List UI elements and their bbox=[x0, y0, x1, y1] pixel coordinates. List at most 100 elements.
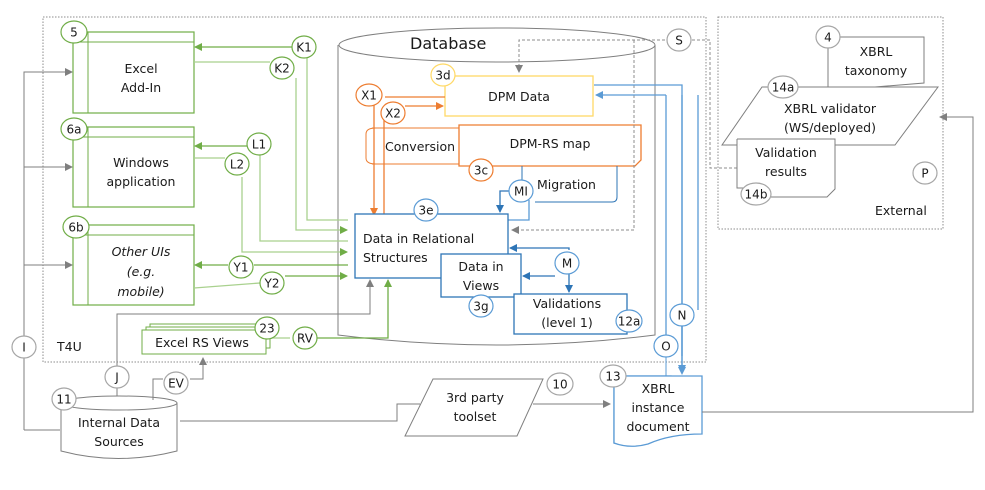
connector-j bbox=[116, 279, 374, 396]
badge-x1: X1 bbox=[355, 83, 383, 107]
xbrl-instance-label-2: instance bbox=[632, 400, 685, 415]
svg-text:S: S bbox=[675, 34, 683, 48]
validations-box[interactable]: Validations (level 1) bbox=[513, 293, 628, 335]
svg-text:23: 23 bbox=[259, 322, 274, 336]
excel-rs-views-box[interactable]: Excel RS Views bbox=[141, 323, 271, 355]
validation-results-label: Validation bbox=[755, 145, 817, 160]
svg-text:3d: 3d bbox=[435, 69, 450, 83]
svg-text:Y2: Y2 bbox=[264, 277, 280, 291]
windows-app-label-2: application bbox=[107, 174, 176, 189]
validations-label-2: (level 1) bbox=[541, 315, 592, 330]
badge-rv: RV bbox=[292, 326, 318, 350]
windows-app-label: Windows bbox=[113, 155, 169, 170]
svg-text:3e: 3e bbox=[418, 204, 433, 218]
svg-text:L2: L2 bbox=[230, 158, 244, 172]
external-region bbox=[717, 16, 944, 230]
svg-text:M: M bbox=[562, 257, 572, 271]
migration-box[interactable]: Migration bbox=[521, 166, 618, 203]
badge-14b: 14b bbox=[740, 182, 772, 206]
svg-text:J: J bbox=[114, 371, 119, 385]
t4u-label: T4U bbox=[56, 339, 82, 354]
badge-o: O bbox=[653, 334, 679, 358]
validation-results-doc[interactable]: Validation results bbox=[736, 138, 836, 198]
svg-text:Y1: Y1 bbox=[233, 261, 249, 275]
relational-label: Data in Relational bbox=[363, 231, 474, 246]
external-label: External bbox=[875, 203, 927, 218]
validation-results-label-2: results bbox=[765, 164, 807, 179]
xbrl-instance-label-3: document bbox=[626, 419, 689, 434]
badge-5: 5 bbox=[60, 20, 88, 44]
excel-addin-label-2: Add-In bbox=[121, 80, 161, 95]
svg-text:11: 11 bbox=[56, 393, 71, 407]
xbrl-instance-label: XBRL bbox=[642, 381, 675, 396]
other-uis-label-2: (e.g. bbox=[127, 264, 155, 279]
badge-l1: L1 bbox=[246, 132, 272, 156]
badge-12a: 12a bbox=[615, 309, 643, 333]
xbrl-taxonomy-doc[interactable]: XBRL taxonomy bbox=[827, 36, 925, 90]
svg-text:3g: 3g bbox=[473, 300, 488, 314]
internal-sources-cylinder[interactable]: Internal Data Sources bbox=[60, 395, 178, 459]
svg-text:10: 10 bbox=[552, 378, 567, 392]
other-uis-box[interactable]: Other UIs (e.g. mobile) bbox=[72, 224, 195, 306]
svg-text:12a: 12a bbox=[618, 315, 641, 329]
badge-ev: EV bbox=[163, 371, 189, 395]
badge-3c: 3c bbox=[468, 158, 494, 182]
connector-xbrl-validator bbox=[702, 113, 974, 413]
dpm-rs-map-box[interactable]: DPM-RS map bbox=[458, 124, 642, 167]
svg-text:6a: 6a bbox=[67, 123, 82, 137]
badge-y1: Y1 bbox=[228, 255, 254, 279]
validations-label: Validations bbox=[533, 296, 601, 311]
badge-i: I bbox=[11, 335, 37, 359]
xbrl-taxonomy-label: XBRL bbox=[860, 44, 893, 59]
dpm-data-box[interactable]: DPM Data bbox=[444, 75, 594, 117]
badge-k1: K1 bbox=[291, 35, 317, 59]
windows-app-box[interactable]: Windows application bbox=[72, 126, 195, 208]
relational-label-2: Structures bbox=[363, 250, 428, 265]
badge-3e: 3e bbox=[413, 198, 439, 222]
badge-j: J bbox=[104, 365, 130, 389]
connector-ev bbox=[152, 358, 203, 400]
migration-label: Migration bbox=[537, 177, 596, 192]
svg-text:I: I bbox=[22, 341, 26, 355]
badge-6b: 6b bbox=[62, 215, 90, 239]
excel-rs-views-label: Excel RS Views bbox=[155, 335, 249, 350]
xbrl-validator[interactable]: XBRL validator (WS/deployed) bbox=[721, 86, 939, 146]
svg-text:MI: MI bbox=[514, 185, 528, 199]
svg-text:RV: RV bbox=[297, 332, 314, 346]
third-party-label: 3rd party bbox=[446, 390, 504, 405]
svg-text:14b: 14b bbox=[745, 188, 768, 202]
badge-s: S bbox=[666, 28, 692, 52]
svg-text:3c: 3c bbox=[474, 164, 488, 178]
badge-k2: K2 bbox=[269, 56, 295, 80]
conversion-box[interactable]: Conversion bbox=[365, 127, 459, 165]
green-connectors bbox=[193, 43, 392, 339]
connector-i bbox=[23, 68, 73, 431]
badge-13: 13 bbox=[599, 364, 627, 388]
m-connectors bbox=[509, 244, 573, 293]
svg-text:X2: X2 bbox=[385, 107, 401, 121]
other-uis-label-3: mobile) bbox=[117, 284, 164, 299]
conversion-label: Conversion bbox=[385, 139, 455, 154]
dpm-rs-map-label: DPM-RS map bbox=[510, 136, 591, 151]
connector-s bbox=[511, 39, 737, 234]
internal-sources-label-2: Sources bbox=[94, 434, 143, 449]
badge-m: M bbox=[554, 251, 580, 275]
badge-3d: 3d bbox=[430, 63, 456, 87]
badge-l2: L2 bbox=[224, 152, 250, 176]
badge-3g: 3g bbox=[468, 294, 494, 318]
xbrl-taxonomy-label-2: taxonomy bbox=[845, 63, 908, 78]
views-box[interactable]: Data in Views bbox=[440, 253, 522, 298]
svg-text:5: 5 bbox=[70, 26, 78, 40]
svg-text:K2: K2 bbox=[274, 62, 290, 76]
views-label-2: Views bbox=[463, 278, 499, 293]
excel-addin-box[interactable]: Excel Add-In bbox=[72, 31, 195, 114]
badge-x2: X2 bbox=[380, 101, 406, 125]
svg-text:P: P bbox=[921, 167, 928, 181]
database-cylinder bbox=[337, 27, 656, 346]
badge-p: P bbox=[912, 161, 938, 185]
badge-11: 11 bbox=[51, 387, 77, 411]
third-party-toolset[interactable]: 3rd party toolset bbox=[404, 378, 544, 437]
badge-y2: Y2 bbox=[259, 271, 285, 295]
badge-14a: 14a bbox=[767, 75, 799, 99]
